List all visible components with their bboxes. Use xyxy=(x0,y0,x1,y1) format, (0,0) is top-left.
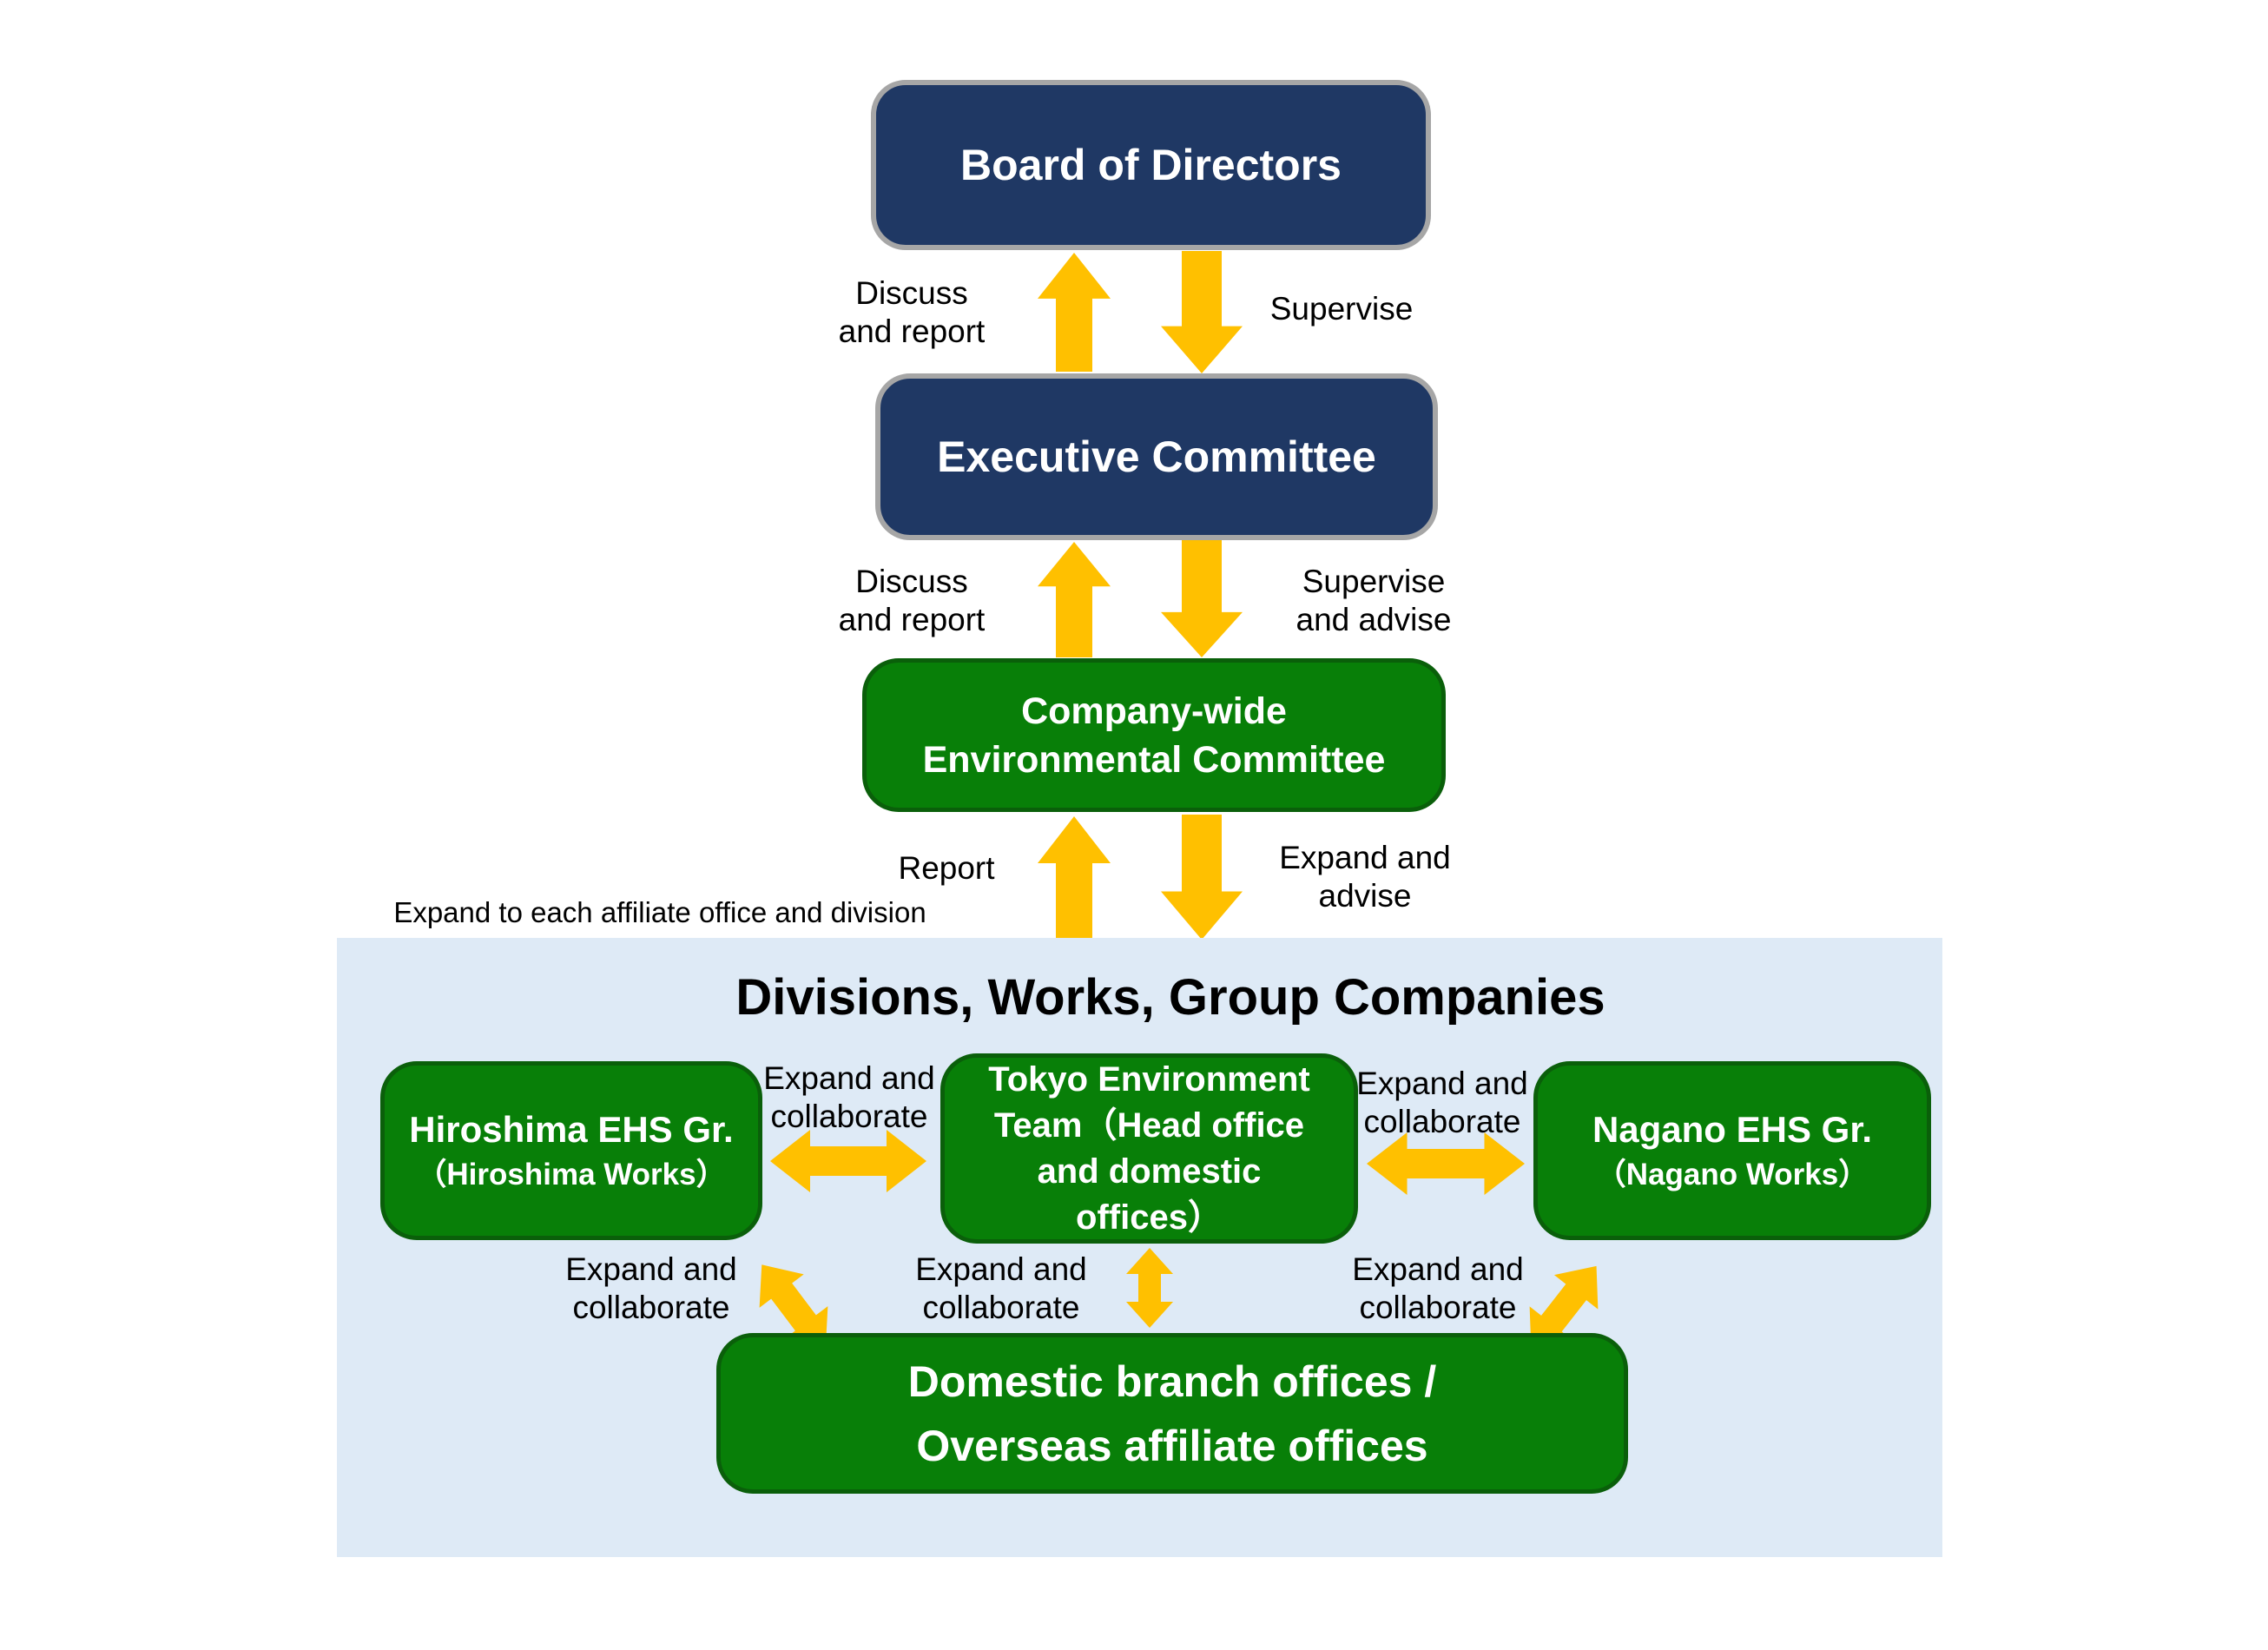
label-discuss-and-report-2: Discuss and report xyxy=(838,564,986,637)
arrow-diagonal-hiroshima-domestic-icon xyxy=(740,1248,848,1366)
nagano-ehs-box: Nagano EHS Gr. （Nagano Works） xyxy=(1533,1061,1931,1240)
board-of-directors-title: Board of Directors xyxy=(960,141,1342,189)
executive-committee-box: Executive Committee xyxy=(875,373,1438,540)
label-supervise: Supervise xyxy=(1269,291,1414,327)
label-expand-collaborate-nagano-domestic: Expand and collaborate xyxy=(1352,1251,1524,1325)
arrow-horizontal-hiroshima-tokyo-icon xyxy=(770,1130,926,1192)
tokyo-environment-team-box: Tokyo Environment Team（Head office and d… xyxy=(940,1053,1358,1244)
domestic-overseas-offices-title: Domestic branch offices / Overseas affil… xyxy=(907,1356,1437,1470)
arrow-down-supervise-advise-icon xyxy=(1161,540,1243,657)
arrow-up-executive-icon xyxy=(1038,542,1111,657)
board-of-directors-box: Board of Directors xyxy=(871,80,1431,250)
hiroshima-ehs-subtitle: （Hiroshima Works） xyxy=(416,1158,727,1191)
divisions-panel-heading: Divisions, Works, Group Companies xyxy=(735,969,1605,1026)
label-expand-collaborate-hiroshima-domestic: Expand and collaborate xyxy=(565,1251,737,1325)
domestic-overseas-offices-box: Domestic branch offices / Overseas affil… xyxy=(716,1333,1628,1494)
label-expand-to-affiliates: Expand to each affiliate office and divi… xyxy=(393,896,926,928)
environmental-committee-box: Company-wide Environmental Committee xyxy=(862,658,1446,812)
hiroshima-ehs-box: Hiroshima EHS Gr. （Hiroshima Works） xyxy=(380,1061,762,1240)
hiroshima-ehs-title: Hiroshima EHS Gr. xyxy=(409,1109,734,1150)
label-supervise-and-advise: Supervise and advise xyxy=(1296,564,1452,637)
label-expand-collaborate-tokyo-nagano: Expand and collaborate xyxy=(1356,1066,1528,1139)
label-report: Report xyxy=(898,850,995,886)
arrow-down-expand-advise-icon xyxy=(1161,815,1243,940)
arrow-down-supervise-icon xyxy=(1161,251,1243,373)
label-discuss-and-report-1: Discuss and report xyxy=(838,275,986,349)
executive-committee-title: Executive Committee xyxy=(937,432,1376,481)
nagano-ehs-subtitle: （Nagano Works） xyxy=(1595,1158,1869,1191)
arrow-horizontal-tokyo-nagano-icon xyxy=(1367,1132,1525,1195)
label-expand-and-advise: Expand and advise xyxy=(1279,840,1451,914)
arrow-vertical-tokyo-domestic-icon xyxy=(1126,1248,1173,1328)
nagano-ehs-title: Nagano EHS Gr. xyxy=(1592,1109,1873,1150)
label-expand-collaborate-hiroshima-tokyo: Expand and collaborate xyxy=(763,1060,935,1134)
tokyo-environment-team-title: Tokyo Environment Team（Head office and d… xyxy=(988,1059,1310,1237)
arrow-up-board-icon xyxy=(1038,253,1111,372)
arrow-up-report-icon xyxy=(1038,816,1111,938)
environmental-committee-title: Company-wide Environmental Committee xyxy=(922,690,1386,781)
arrow-diagonal-nagano-domestic-icon xyxy=(1509,1249,1619,1367)
label-expand-collaborate-tokyo-domestic: Expand and collaborate xyxy=(915,1251,1087,1325)
